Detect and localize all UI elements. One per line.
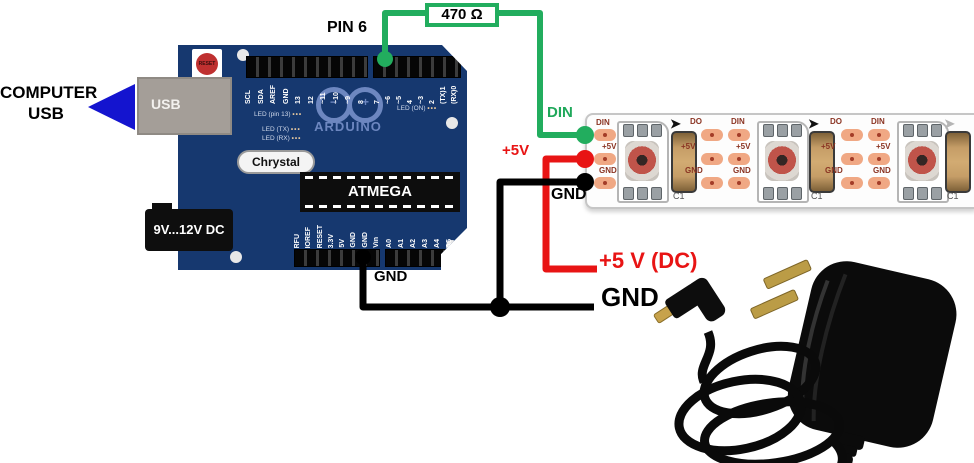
adapter-body xyxy=(787,261,957,463)
usb-direction-arrow-icon xyxy=(88,84,135,130)
strip-5v-dot xyxy=(576,150,594,168)
logo-ring-plus xyxy=(347,87,383,123)
plus5v-dc-label: +5 V (DC) xyxy=(599,248,698,273)
gnd-pad xyxy=(868,177,890,189)
arduino-logo: − + ARDUINO xyxy=(303,83,393,134)
wire-strip-gnd xyxy=(496,178,585,307)
pin6-label: PIN 6 xyxy=(327,19,368,36)
led-pin13-label: LED (pin 13) ••• xyxy=(254,111,303,118)
strip-din-dot xyxy=(576,126,594,144)
5v-pad xyxy=(841,153,863,165)
crystal-label: Chrystal xyxy=(237,150,315,174)
5v-pad xyxy=(868,153,890,165)
power-jack: 9V...12V DC xyxy=(145,209,233,251)
gnd-strip-label: GND xyxy=(551,186,587,203)
gnd-pad xyxy=(728,177,750,189)
pin6-dot xyxy=(377,51,393,67)
gnd-arduino-label: GND xyxy=(374,268,408,285)
arduino-wordmark: ARDUINO xyxy=(314,119,382,134)
strip-5v-pad xyxy=(594,153,616,165)
reset-button-cap xyxy=(196,53,218,75)
din-label: DIN xyxy=(547,104,573,121)
strip-din-pad xyxy=(594,129,616,141)
gnd-pad xyxy=(841,177,863,189)
strip-gnd-dot xyxy=(576,173,594,191)
digital-header-right xyxy=(373,56,461,78)
mounting-hole xyxy=(230,251,242,263)
arduino-gnd-dot xyxy=(355,249,371,265)
wire-arduino-gnd xyxy=(359,257,594,311)
power-adapter-photo xyxy=(653,259,957,463)
gnd-junction-dot xyxy=(490,297,510,317)
usb-connector-label: USB xyxy=(151,96,181,112)
computer-usb-label: COMPUTER USB xyxy=(0,83,98,123)
direction-arrow-icon: ➤ xyxy=(670,116,681,131)
digital-header-left xyxy=(246,56,368,78)
usb-connector: USB xyxy=(137,77,232,135)
wire-5v-supply xyxy=(542,155,597,273)
led-die xyxy=(625,141,659,181)
direction-arrow-icon: ➤ xyxy=(808,116,819,131)
capacitor xyxy=(809,131,835,193)
reset-button: RESET xyxy=(192,49,222,79)
led-tx-label: LED (TX) ••• xyxy=(262,126,301,133)
5v-pad xyxy=(728,153,750,165)
led-on-label: LED (ON) ••• xyxy=(397,105,438,112)
gnd-supply-label: GND xyxy=(601,282,659,312)
capacitor xyxy=(671,131,697,193)
strip-gnd-pad xyxy=(594,177,616,189)
resistor-470ohm: 470 Ω xyxy=(425,3,499,27)
barrel-jack-plug xyxy=(653,277,726,324)
do-pad xyxy=(841,129,863,141)
mounting-hole xyxy=(446,117,458,129)
led-die xyxy=(905,141,939,181)
led-rx-label: LED (RX) ••• xyxy=(262,135,302,142)
gnd-pad xyxy=(701,177,723,189)
din-pad xyxy=(868,129,890,141)
ws2812-led xyxy=(757,121,809,203)
direction-arrow-icon: ➤ xyxy=(944,116,955,131)
led-strip: DIN +5V GND ➤ C1 DO DIN +5V +5V GND GND … xyxy=(585,113,974,209)
ws2812-led xyxy=(617,121,669,203)
plus5v-label: +5V xyxy=(502,142,530,159)
ws2812-led xyxy=(897,121,949,203)
do-pad xyxy=(701,129,723,141)
plug-prongs xyxy=(750,259,812,319)
5v-pad xyxy=(701,153,723,165)
atmega-chip: ATMEGA xyxy=(300,172,460,212)
wire-pin6-to-din xyxy=(382,10,585,138)
capacitor xyxy=(945,131,971,193)
led-die xyxy=(765,141,799,181)
din-pad xyxy=(728,129,750,141)
power-jack-tab xyxy=(152,203,172,211)
